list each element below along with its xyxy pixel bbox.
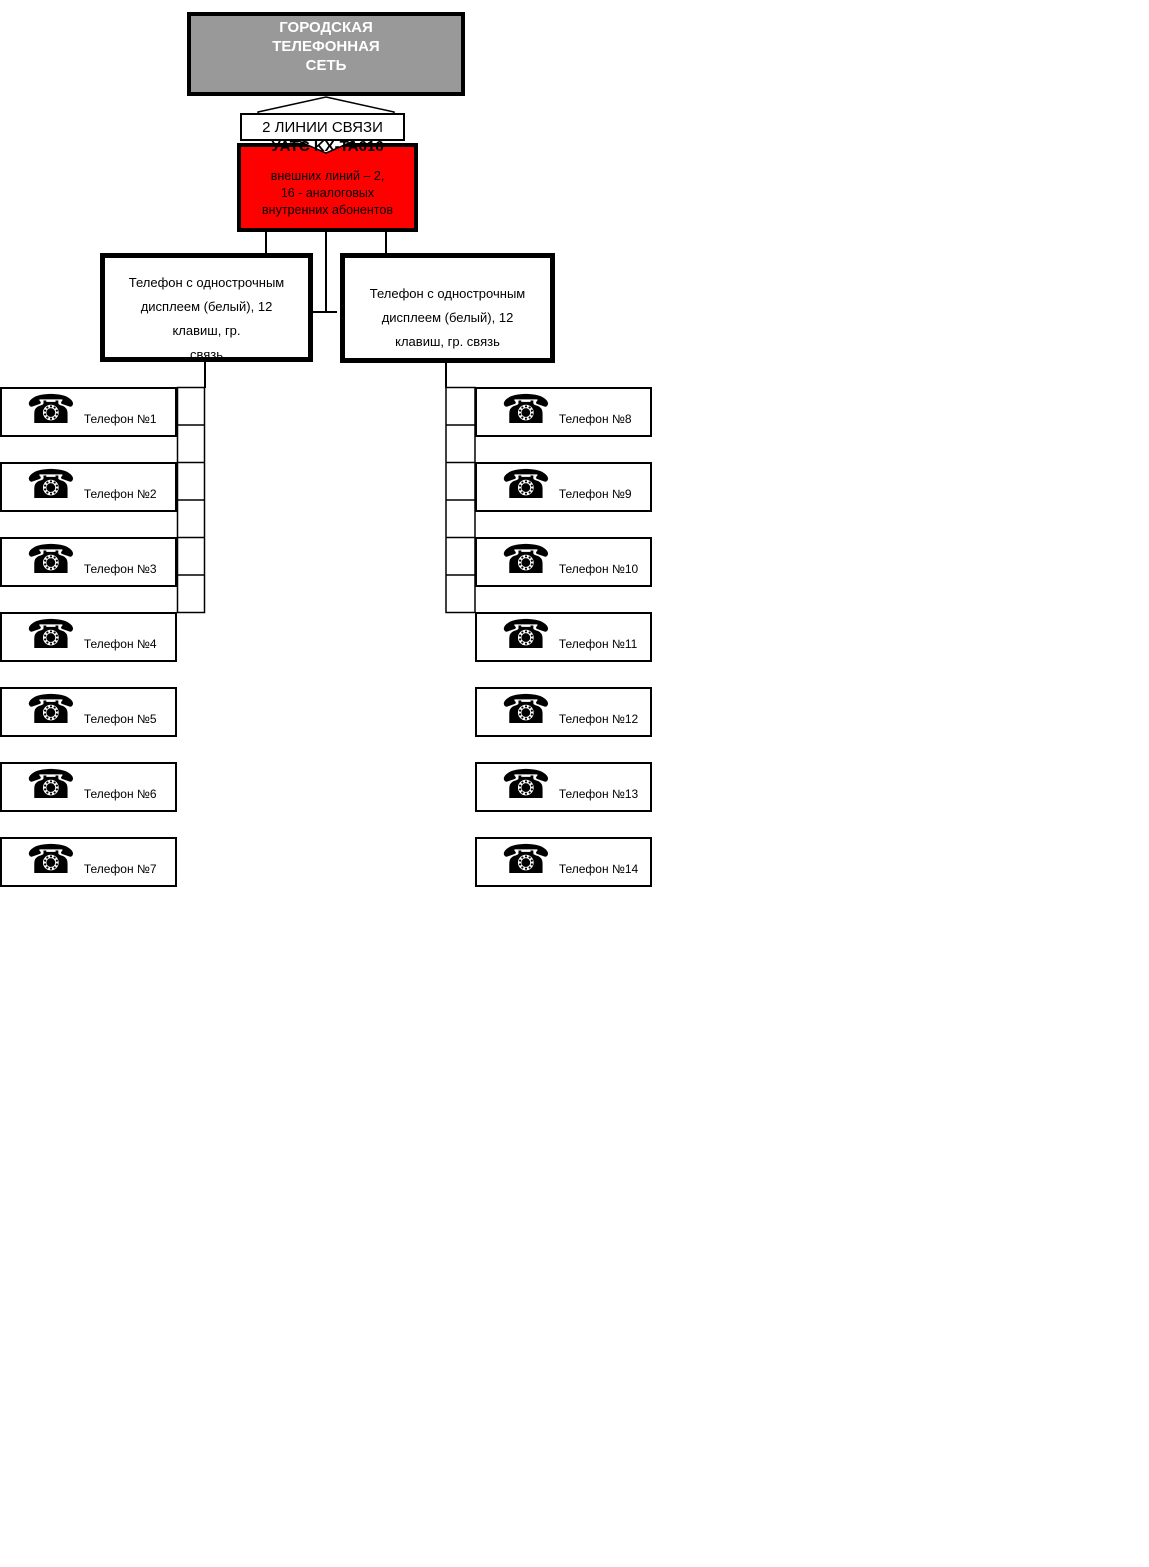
- phone-label: Телефон №3: [83, 562, 157, 576]
- phone-label: Телефон №13: [558, 787, 639, 801]
- rotary-phone-icon: ☎: [26, 538, 76, 582]
- rotary-phone-icon: ☎: [501, 538, 551, 582]
- phone-row-5: ☎ Телефон №5: [0, 687, 177, 737]
- phone-label: Телефон №9: [558, 487, 632, 501]
- pbx-line: внешних линий – 2,: [270, 169, 385, 183]
- phone-label: Телефон №5: [83, 712, 157, 726]
- city-network-line: ТЕЛЕФОННАЯ: [272, 38, 380, 55]
- city-network-box: ГОРОДСКАЯ ТЕЛЕФОННАЯ СЕТЬ: [187, 12, 465, 96]
- phone-label: Телефон №10: [558, 562, 639, 576]
- phone-label: Телефон №2: [83, 487, 157, 501]
- phone-label: Телефон №7: [83, 862, 157, 876]
- rotary-phone-icon: ☎: [26, 463, 76, 507]
- pbx-box: внешних линий – 2, 16 - аналоговых внутр…: [237, 143, 418, 232]
- rotary-phone-icon: ☎: [26, 613, 76, 657]
- rotary-phone-icon: ☎: [501, 688, 551, 732]
- phone-row-6: ☎ Телефон №6: [0, 762, 177, 812]
- rotary-phone-icon: ☎: [501, 388, 551, 432]
- branch-line: клавиш, гр.: [172, 323, 241, 338]
- branch-line: связь: [189, 347, 224, 362]
- phone-label: Телефон №6: [83, 787, 157, 801]
- phone-row-10: ☎ Телефон №10: [475, 537, 652, 587]
- pbx-title: УАТС KX-TA616: [271, 138, 384, 155]
- city-network-line: СЕТЬ: [305, 57, 347, 74]
- phone-row-3: ☎ Телефон №3: [0, 537, 177, 587]
- branch-line: Телефон с однострочным: [369, 286, 526, 301]
- phone-label: Телефон №4: [83, 637, 157, 651]
- display-phone-box-right: Телефон с однострочным дисплеем (белый),…: [340, 253, 555, 363]
- branch-line: дисплеем (белый), 12: [381, 310, 514, 325]
- link-lines-label: 2 ЛИНИИ СВЯЗИ: [240, 113, 405, 141]
- phone-label: Телефон №14: [558, 862, 639, 876]
- phone-row-9: ☎ Телефон №9: [475, 462, 652, 512]
- phone-row-4: ☎ Телефон №4: [0, 612, 177, 662]
- phone-label: Телефон №8: [558, 412, 632, 426]
- phone-row-7: ☎ Телефон №7: [0, 837, 177, 887]
- phone-row-12: ☎ Телефон №12: [475, 687, 652, 737]
- phone-label: Телефон №1: [83, 412, 157, 426]
- branch-line: дисплеем (белый), 12: [140, 299, 273, 314]
- phone-row-8: ☎ Телефон №8: [475, 387, 652, 437]
- rotary-phone-icon: ☎: [501, 838, 551, 882]
- phone-label: Телефон №11: [558, 637, 638, 651]
- phone-row-1: ☎ Телефон №1: [0, 387, 177, 437]
- city-network-line: ГОРОДСКАЯ: [279, 19, 373, 36]
- branch-line: Телефон с однострочным: [128, 275, 285, 290]
- phone-row-14: ☎ Телефон №14: [475, 837, 652, 887]
- rotary-phone-icon: ☎: [26, 688, 76, 732]
- pbx-line: 16 - аналоговых: [280, 186, 375, 200]
- phone-row-11: ☎ Телефон №11: [475, 612, 652, 662]
- phone-row-2: ☎ Телефон №2: [0, 462, 177, 512]
- branch-line: клавиш, гр. связь: [395, 334, 500, 349]
- pbx-line: внутренних абонентов: [262, 203, 393, 217]
- rotary-phone-icon: ☎: [501, 463, 551, 507]
- phone-label: Телефон №12: [558, 712, 639, 726]
- display-phone-box-left: Телефон с однострочным дисплеем (белый),…: [100, 253, 313, 362]
- rotary-phone-icon: ☎: [501, 613, 551, 657]
- rotary-phone-icon: ☎: [26, 838, 76, 882]
- rotary-phone-icon: ☎: [26, 388, 76, 432]
- rotary-phone-icon: ☎: [501, 763, 551, 807]
- phone-row-13: ☎ Телефон №13: [475, 762, 652, 812]
- rotary-phone-icon: ☎: [26, 763, 76, 807]
